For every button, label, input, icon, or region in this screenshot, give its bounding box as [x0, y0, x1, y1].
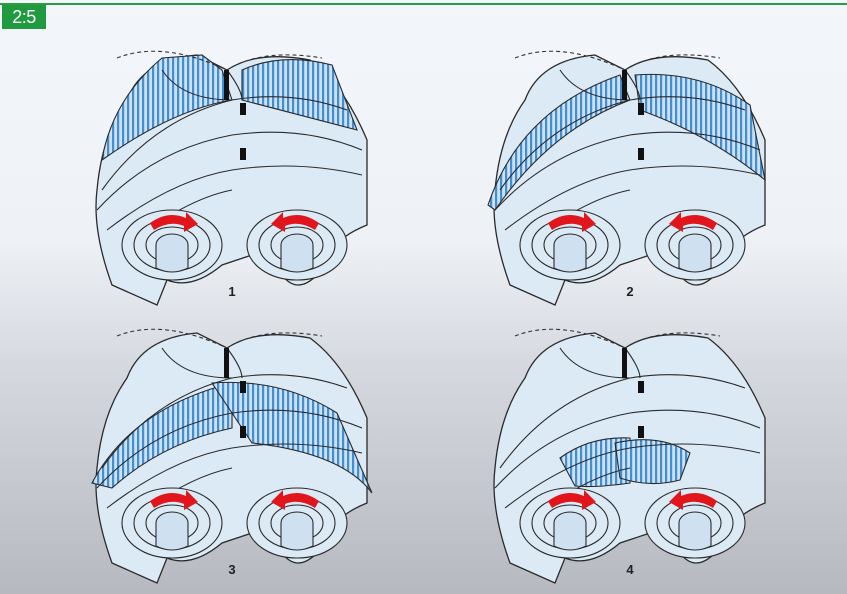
panel-number: 3 [228, 562, 235, 577]
compression-chamber [634, 73, 766, 182]
panel-number: 4 [626, 562, 634, 577]
rotation-arrow-right [548, 212, 596, 232]
panel-4: 4 [493, 328, 766, 584]
rotation-arrow-left [669, 490, 717, 510]
compression-chamber [101, 54, 233, 162]
left-rotor-hub [121, 487, 223, 559]
rotation-arrow-right [150, 490, 198, 510]
compression-chamber [211, 381, 373, 494]
compression-chamber [241, 59, 358, 131]
right-rotor-hub [246, 209, 348, 281]
panel-number: 1 [228, 284, 235, 299]
panel-1: 1 [95, 50, 368, 306]
compression-chamber [614, 439, 691, 485]
panel-3: 3 [91, 328, 373, 584]
mesh-line [622, 348, 644, 438]
rotor-lobes [494, 69, 761, 251]
top-rule [0, 3, 847, 5]
mesh-line [622, 70, 644, 160]
left-rotor-hub [519, 487, 621, 559]
mesh-line [224, 70, 246, 160]
left-rotor-hub [519, 209, 621, 281]
rotation-arrow-left [271, 490, 319, 510]
rotation-arrow-right [150, 212, 198, 232]
rotation-arrow-left [271, 212, 319, 232]
mesh-line [224, 348, 246, 438]
rotation-arrow-left [669, 212, 717, 232]
left-rotor-hub [121, 209, 223, 281]
right-rotor-hub [644, 209, 746, 281]
panel-number: 2 [626, 284, 633, 299]
right-rotor-hub [246, 487, 348, 559]
rotation-arrow-right [548, 490, 596, 510]
figure-label: 2:5 [2, 5, 46, 29]
panel-2: 2 [487, 50, 766, 306]
